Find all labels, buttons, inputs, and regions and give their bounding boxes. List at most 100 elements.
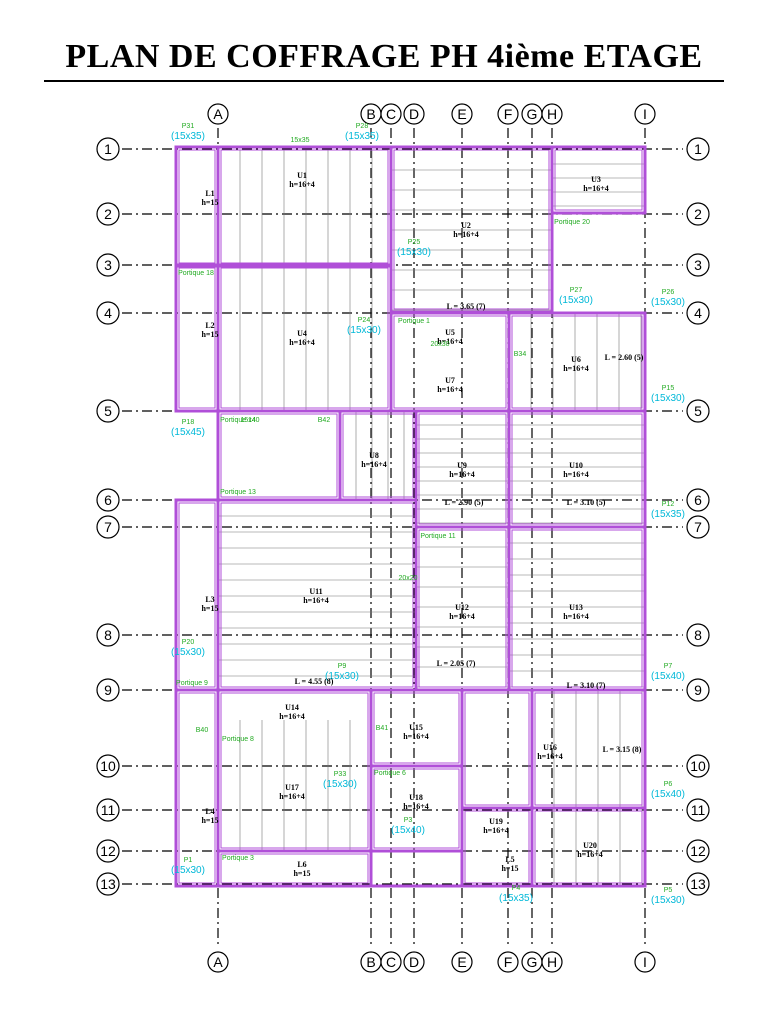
beam-panel-u5-inner	[393, 315, 507, 409]
axis-label-11: 11	[101, 802, 116, 818]
slab-u1-name: U1	[297, 171, 307, 180]
beam-label: 20x30	[430, 341, 449, 348]
axis-bubble-a	[207, 951, 229, 973]
axis-bubble-8	[96, 623, 120, 647]
column-p31-name: P31	[182, 123, 195, 130]
portique-label: Portique 18	[178, 270, 214, 277]
column-p18-size: (15x45)	[171, 427, 205, 438]
axis-label-11: 11	[691, 802, 706, 818]
column-p25-name: P25	[408, 239, 421, 246]
column-p18-name: P18	[182, 419, 195, 426]
slab-l1-name: L1	[205, 189, 214, 198]
axis-bubble-1	[96, 137, 120, 161]
beam-panel-u6-inner	[511, 315, 643, 409]
beam-panel-u8-inner	[342, 413, 414, 498]
beam-panel-u15-inner	[373, 692, 460, 764]
column-p26-name: P26	[662, 289, 675, 296]
column-p6-size: (15x40)	[651, 789, 685, 800]
axis-label-4: 4	[104, 305, 112, 321]
slab-u17-spec: h=16+4	[279, 792, 305, 801]
slab-u8-spec: h=16+4	[361, 460, 387, 469]
column-p12-size: (15x35)	[651, 509, 685, 520]
axis-bubble-a	[207, 103, 229, 125]
column-p27-name: P27	[570, 287, 583, 294]
slab-u13-spec: h=16+4	[563, 612, 589, 621]
axis-bubble-11	[96, 798, 120, 822]
axis-label-e: E	[457, 106, 466, 122]
axis-label-2: 2	[694, 206, 702, 222]
axis-label-f: F	[504, 954, 513, 970]
slab-l2-spec: h=15	[201, 330, 218, 339]
beam-panel-u18-inner	[373, 768, 460, 849]
axis-bubble-13	[686, 872, 710, 896]
slab-u19-spec: h=16+4	[483, 826, 509, 835]
page-title: PLAN DE COFFRAGE PH 4ième ETAGE	[65, 38, 703, 75]
axis-label-1: 1	[694, 141, 702, 157]
column-p3-size: (15x40)	[391, 825, 425, 836]
slab-l4-name: L4	[205, 807, 214, 816]
slab-u13-name: U13	[569, 603, 583, 612]
slab-u12-name: U12	[455, 603, 469, 612]
column-p28-name: P28	[356, 123, 369, 130]
axis-label-12: 12	[100, 843, 116, 859]
column-p15-size: (15x30)	[651, 393, 685, 404]
axis-bubble-c	[380, 103, 402, 125]
beam-label: 15x35	[290, 137, 309, 144]
slab-u11-name: U11	[309, 587, 322, 596]
axis-label-a: A	[213, 106, 223, 122]
column-p24-name: P24	[358, 317, 371, 324]
axis-label-5: 5	[104, 403, 112, 419]
axis-label-d: D	[409, 106, 419, 122]
axis-label-8: 8	[104, 627, 112, 643]
axis-label-e: E	[457, 954, 466, 970]
slab-u12-spec: h=16+4	[449, 612, 475, 621]
beam-panel-u1	[216, 145, 393, 268]
beam-label: B41	[376, 725, 389, 732]
axis-bubble-i	[634, 951, 656, 973]
axis-bubble-4	[686, 301, 710, 325]
slab-l3-spec: h=15	[201, 604, 218, 613]
beam-panel-l3-inner	[178, 502, 216, 688]
column-p9-name: P9	[338, 663, 347, 670]
axis-label-2: 2	[104, 206, 112, 222]
beam-outlines	[174, 145, 647, 888]
axis-label-13: 13	[100, 876, 116, 892]
axis-label-9: 9	[694, 682, 702, 698]
beam-panel-u1-inner	[220, 149, 389, 264]
axis-label-7: 7	[694, 519, 702, 535]
beam-panel-l2-inner	[178, 267, 216, 409]
slab-u20-name: U20	[583, 841, 597, 850]
axis-bubble-11	[686, 798, 710, 822]
axis-bubble-8	[686, 623, 710, 647]
axis-label-g: G	[527, 106, 538, 122]
slab-u3-name: U3	[591, 175, 601, 184]
axis-bubble-e	[451, 103, 473, 125]
slab-u9-name: U9	[457, 461, 467, 470]
slab-u16-spec: h=16+4	[537, 752, 563, 761]
portique-label: Portique 9	[176, 680, 208, 687]
axis-bubble-2	[686, 202, 710, 226]
column-p28-size: (15x35)	[345, 131, 379, 142]
axis-label-f: F	[504, 106, 513, 122]
axis-label-b: B	[366, 106, 375, 122]
slab-l2-name: L2	[205, 321, 214, 330]
column-p33-size: (15x30)	[323, 779, 357, 790]
slab-u2-name: U2	[461, 221, 471, 230]
slab-u3-spec: h=16+4	[583, 184, 609, 193]
slab-l6-spec: h=15	[293, 869, 310, 878]
axis-label-13: 13	[690, 876, 706, 892]
axis-label-c: C	[386, 106, 396, 122]
slab-u5-spec: h=16+4	[437, 337, 463, 346]
column-p25-size: (15x30)	[397, 247, 431, 258]
column-p27-size: (15x30)	[559, 295, 593, 306]
beam-panel-l-left-inner	[220, 413, 338, 498]
portique-label: Portique 13	[220, 489, 256, 496]
beam-label: B40	[196, 727, 209, 734]
column-p4-size: (15x35)	[499, 893, 533, 904]
axis-bubble-4	[96, 301, 120, 325]
portique-label: Portique 6	[374, 770, 406, 777]
slab-u14-name: U14	[285, 703, 299, 712]
